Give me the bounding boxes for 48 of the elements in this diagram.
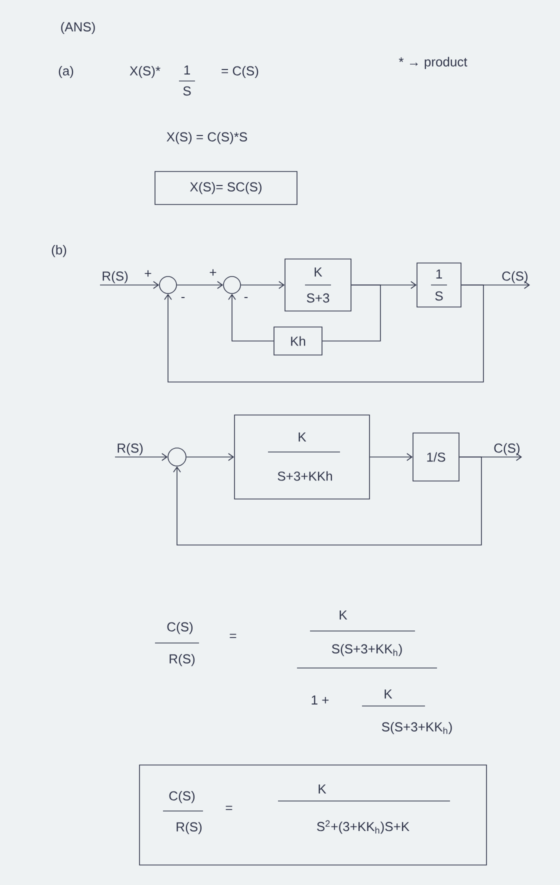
math-expression: S$^{2}$+(3+KK$_{h}$)S+K bbox=[317, 820, 410, 834]
math-expression: 1 + bbox=[312, 696, 329, 704]
math-expression: S bbox=[183, 86, 191, 96]
note-text: * → product bbox=[398, 56, 468, 70]
equals-sign: = bbox=[230, 634, 236, 638]
arrow bbox=[114, 453, 168, 461]
math-expression: C(S) bbox=[169, 790, 195, 804]
transfer-function-block: K S+3 bbox=[284, 258, 352, 312]
math-expression: R(S) bbox=[176, 822, 202, 834]
math-expression: S(S+3+KK$_{h}$) bbox=[382, 722, 452, 734]
connector-line bbox=[322, 284, 381, 342]
math-expression: 1 bbox=[184, 66, 190, 74]
sign-label: - bbox=[244, 297, 248, 298]
arrow bbox=[228, 294, 274, 342]
transfer-function-block: 1/S bbox=[412, 432, 460, 482]
math-expression: K bbox=[384, 690, 392, 698]
sign-label: + bbox=[144, 270, 152, 277]
arrow bbox=[370, 453, 413, 461]
math-expression: S(S+3+KK$_{h}$) bbox=[332, 644, 402, 656]
feedback-block: Kh bbox=[274, 326, 322, 356]
part-label: (a) bbox=[58, 66, 74, 78]
math-expression: R(S) bbox=[170, 654, 195, 666]
signal-label: R(S) bbox=[118, 443, 143, 456]
arrow bbox=[100, 281, 160, 289]
math-expression: X(S)* bbox=[130, 66, 160, 78]
math-expression: = C(S) bbox=[222, 66, 258, 78]
part-label: (b) bbox=[52, 244, 66, 258]
math-expression: K bbox=[318, 784, 326, 794]
sign-label: + bbox=[210, 269, 216, 276]
arrow bbox=[173, 456, 482, 546]
math-expression: C(S) bbox=[167, 622, 193, 634]
transfer-function-block: K S+3+KKh bbox=[234, 414, 370, 500]
boxed-equation bbox=[139, 764, 487, 866]
signal-label: R(S) bbox=[102, 271, 128, 284]
math-expression: X(S) = C(S)*S bbox=[166, 132, 248, 144]
arrow bbox=[164, 284, 484, 382]
signal-label: C(S) bbox=[494, 443, 520, 456]
equals-sign: = bbox=[226, 806, 232, 810]
summing-junction bbox=[168, 448, 186, 466]
signal-label: C(S) bbox=[502, 271, 528, 284]
arrow bbox=[186, 453, 234, 461]
math-expression: K bbox=[340, 610, 348, 620]
transfer-function-block: 1 S bbox=[416, 262, 462, 308]
heading-label: (ANS) bbox=[61, 22, 95, 34]
arrow bbox=[176, 281, 224, 289]
boxed-equation: X(S)= SC(S) bbox=[154, 171, 298, 205]
arrow bbox=[240, 281, 285, 289]
sign-label: - bbox=[181, 297, 185, 298]
